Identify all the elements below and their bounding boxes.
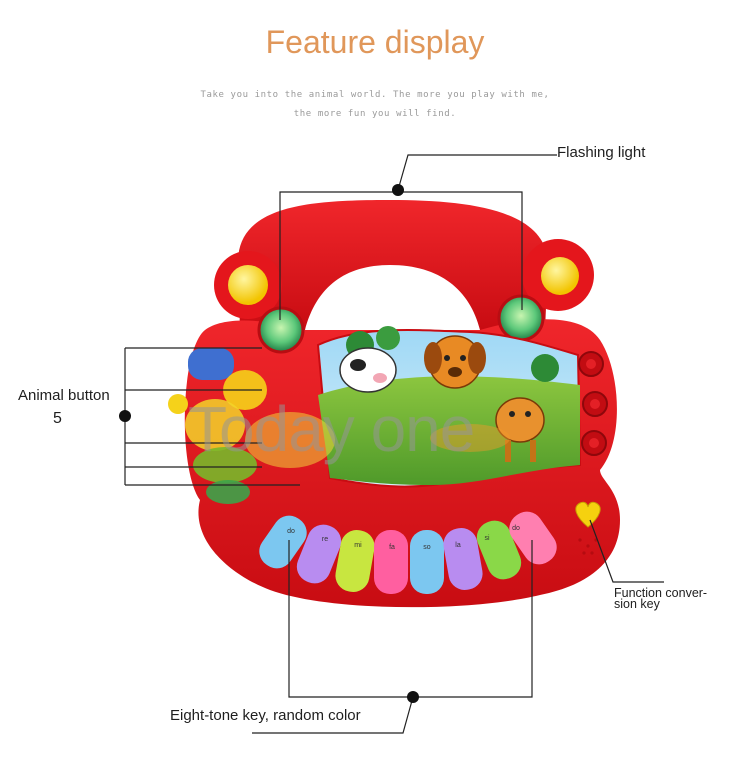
piano-key-8 xyxy=(509,511,557,565)
key-label-6: la xyxy=(455,542,461,549)
piano-key-2 xyxy=(296,524,342,584)
function-callout-line xyxy=(589,519,664,583)
animal-button-green xyxy=(193,447,257,483)
page-subtitle: Take you into the animal world. The more… xyxy=(200,90,550,119)
key-label-7: si xyxy=(484,535,490,542)
eight-callout-dot xyxy=(407,691,419,703)
key-label-1: do xyxy=(287,528,295,535)
toy-handle xyxy=(238,200,548,330)
piano-key-3 xyxy=(335,530,375,592)
eight-tone-label: Eight-tone key, random color xyxy=(170,707,361,724)
key-label-5: so xyxy=(423,544,431,551)
animal-button-count: 5 xyxy=(53,410,62,427)
left-flashing-light xyxy=(257,306,305,354)
piano-key-7 xyxy=(476,520,522,580)
piano-key-6 xyxy=(443,528,483,590)
key-label-2: re xyxy=(322,536,328,543)
animal-button-small xyxy=(206,480,250,504)
key-label-8: do xyxy=(512,525,520,532)
animal-button-blue xyxy=(188,348,234,380)
page-title: Feature display xyxy=(265,24,485,60)
cow-figure xyxy=(339,347,397,393)
function-key-heart xyxy=(575,501,601,528)
right-yellow-button xyxy=(541,257,579,295)
piano-key-1 xyxy=(259,515,307,569)
watermark: Today one xyxy=(188,393,475,465)
flash-callout-dot xyxy=(392,184,404,196)
piano-key-4 xyxy=(374,530,408,594)
animal-callout-dot xyxy=(119,410,131,422)
function-key-label: Function conver- sion key xyxy=(614,586,708,611)
piano-keys xyxy=(259,511,557,594)
flashing-light-label: Flashing light xyxy=(557,144,646,161)
eight-callout-line xyxy=(252,696,414,734)
key-label-3: mi xyxy=(354,542,362,549)
animal-button-label: Animal button xyxy=(18,387,110,404)
key-label-4: fa xyxy=(389,544,395,551)
piano-key-5 xyxy=(410,530,444,594)
left-yellow-button xyxy=(228,265,268,305)
deer-figure xyxy=(495,397,545,443)
right-flashing-light xyxy=(497,294,545,342)
animal-button-yellow-2 xyxy=(185,399,245,451)
flash-callout-line xyxy=(397,154,557,191)
